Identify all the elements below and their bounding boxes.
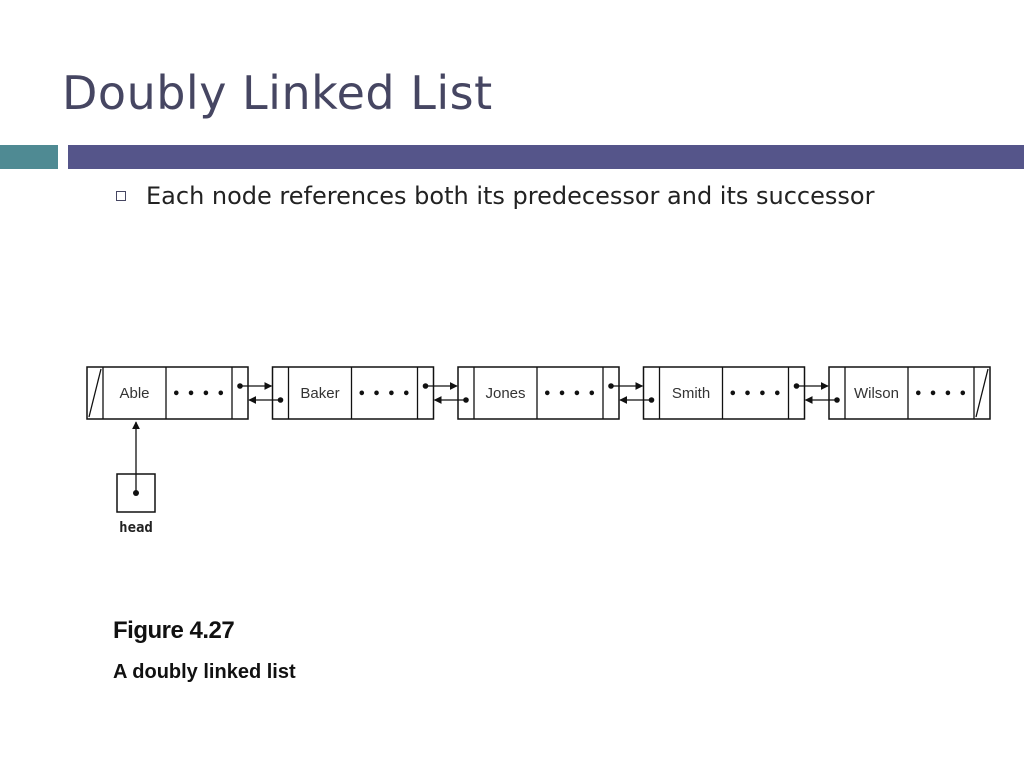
bullet-item: Each node references both its predecesso… (116, 182, 874, 210)
list-node: Able • • • • (86, 366, 249, 420)
node-outline (828, 366, 991, 420)
list-node: Wilson • • • • (828, 366, 991, 420)
slide-title: Doubly Linked List (62, 66, 493, 120)
node-data-placeholder: • • • • (172, 387, 226, 402)
node-data-placeholder: • • • • (358, 387, 412, 402)
node-name: Wilson (854, 385, 899, 402)
node-name: Jones (485, 385, 525, 402)
node-name: Smith (672, 385, 710, 402)
list-node: Baker • • • • (271, 366, 435, 420)
node-outline (86, 366, 249, 420)
node-data-placeholder: • • • • (729, 387, 783, 402)
title-underline-bar (68, 145, 1024, 169)
list-node: Jones • • • • (457, 366, 620, 420)
bullet-text: Each node references both its predecesso… (146, 182, 875, 210)
head-label: head (119, 520, 153, 536)
figure-number: Figure 4.27 (113, 617, 235, 644)
list-node: Smith • • • • (642, 366, 806, 420)
title-accent-bar (0, 145, 58, 169)
node-data-placeholder: • • • • (914, 387, 968, 402)
null-next-marker (975, 368, 989, 418)
node-name: Able (119, 385, 149, 402)
node-outline (642, 366, 806, 420)
node-data-placeholder: • • • • (543, 387, 597, 402)
node-outline (457, 366, 620, 420)
node-name: Baker (300, 385, 339, 402)
node-outline (271, 366, 435, 420)
null-prev-marker (88, 368, 102, 418)
square-bullet-icon (116, 191, 126, 201)
figure-description: A doubly linked list (113, 661, 296, 683)
